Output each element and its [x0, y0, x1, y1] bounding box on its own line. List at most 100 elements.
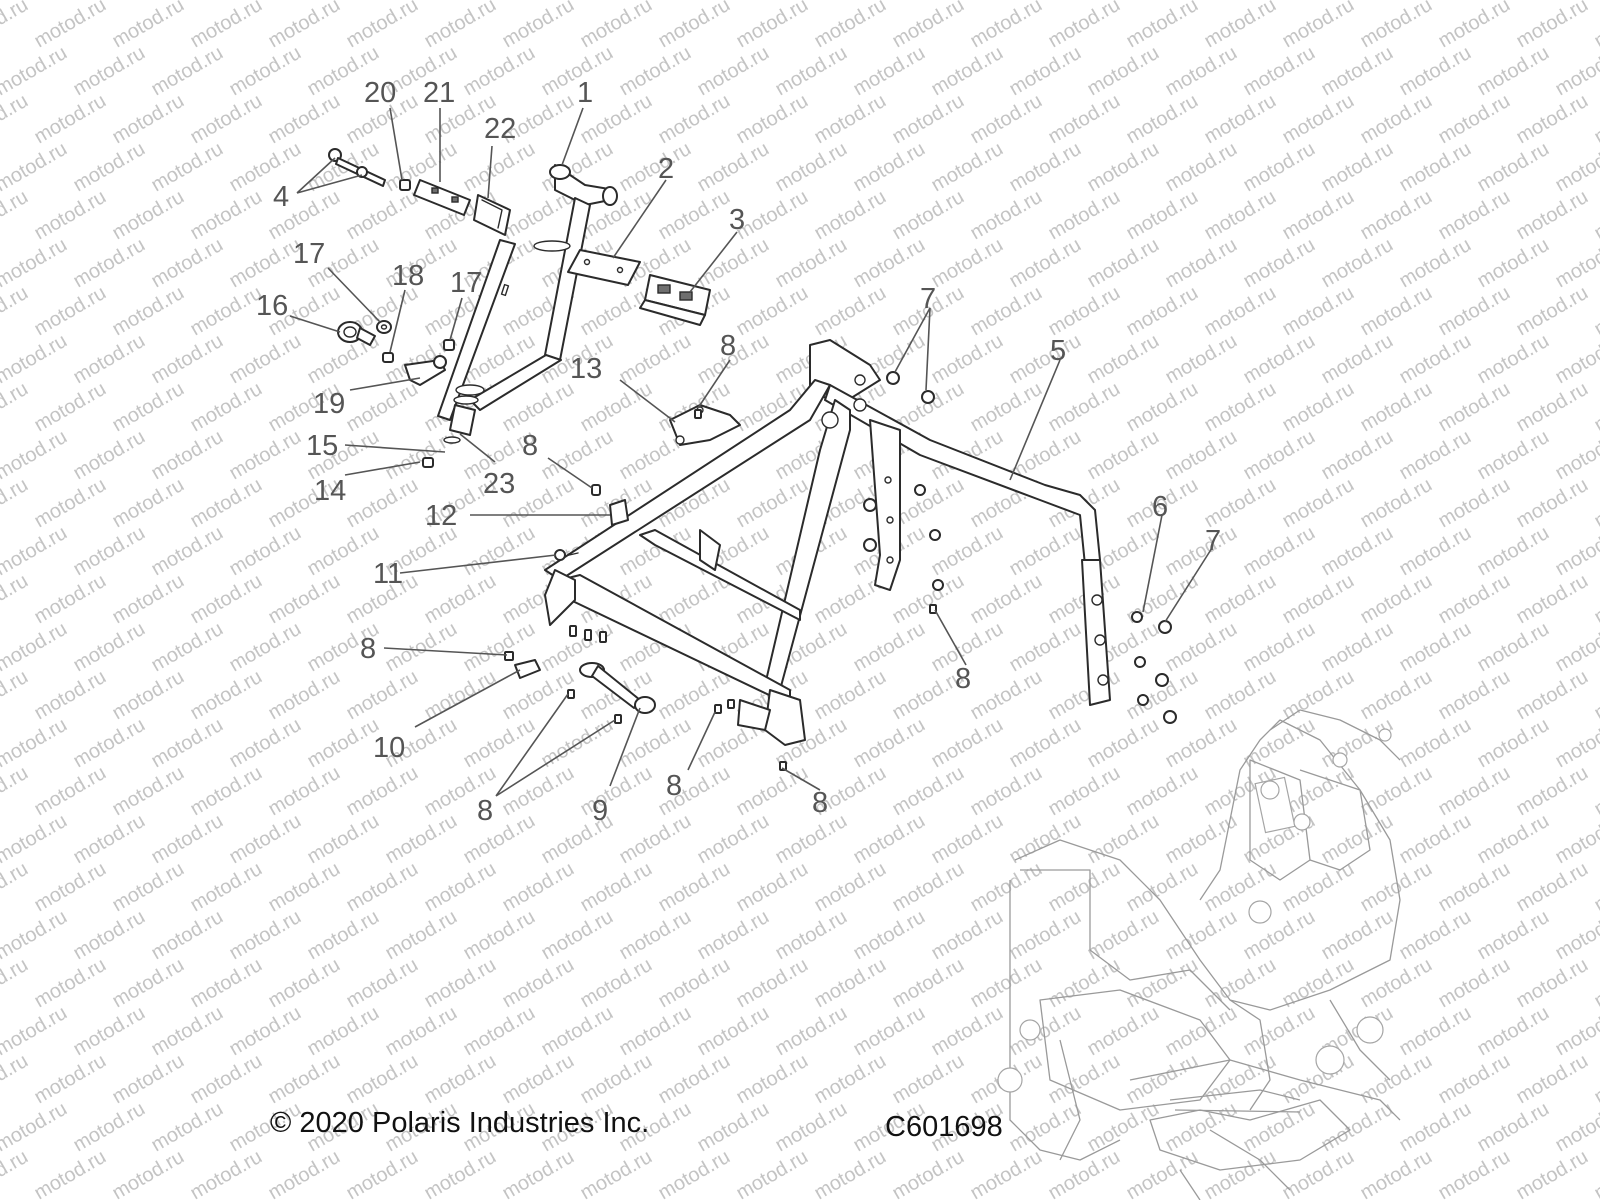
- watermark-text: motod.ru: [1240, 1098, 1319, 1157]
- watermark-text: motod.ru: [655, 90, 734, 149]
- watermark-text: motod.ru: [1123, 282, 1202, 341]
- watermark-text: motod.ru: [1474, 714, 1553, 773]
- watermark-text: motod.ru: [460, 138, 539, 197]
- watermark-text: motod.ru: [460, 906, 539, 965]
- bracket-21: [413, 179, 471, 216]
- watermark-text: motod.ru: [967, 0, 1046, 52]
- watermark-text: motod.ru: [31, 1050, 110, 1109]
- watermark-text: motod.ru: [1123, 0, 1202, 52]
- watermark-text: motod.ru: [733, 954, 812, 1013]
- watermark-text: motod.ru: [1084, 810, 1163, 869]
- watermark-text: motod.ru: [0, 42, 71, 101]
- leader-lines: [289, 107, 1213, 797]
- watermark-text: motod.ru: [1045, 378, 1124, 437]
- watermark-text: motod.ru: [967, 570, 1046, 629]
- watermark-text: motod.ru: [811, 1146, 890, 1200]
- watermark-text: motod.ru: [538, 714, 617, 773]
- watermark-text: motod.ru: [733, 858, 812, 917]
- watermark-text: motod.ru: [226, 618, 305, 677]
- watermark-text: motod.ru: [1357, 282, 1436, 341]
- watermark-text: motod.ru: [1474, 330, 1553, 389]
- watermark-text: motod.ru: [655, 1146, 734, 1200]
- watermark-text: motod.ru: [460, 42, 539, 101]
- watermark-text: motod.ru: [889, 1050, 968, 1109]
- watermark-text: motod.ru: [460, 1002, 539, 1061]
- watermark-text: motod.ru: [1240, 714, 1319, 773]
- watermark-text: motod.ru: [889, 954, 968, 1013]
- watermark-text: motod.ru: [1513, 1146, 1592, 1200]
- watermark-text: motod.ru: [343, 378, 422, 437]
- watermark-text: motod.ru: [109, 0, 188, 52]
- watermark-text: motod.ru: [1396, 810, 1475, 869]
- watermark-text: motod.ru: [1591, 666, 1600, 725]
- watermark-text: motod.ru: [694, 1098, 773, 1157]
- watermark-text: motod.ru: [694, 1002, 773, 1061]
- watermark-text: motod.ru: [187, 1050, 266, 1109]
- watermark-text: motod.ru: [1552, 1098, 1600, 1157]
- watermark-text: motod.ru: [1435, 570, 1514, 629]
- watermark-text: motod.ru: [0, 330, 71, 389]
- callout-8-bottom-mid: 8: [666, 770, 682, 802]
- watermark-text: motod.ru: [70, 1002, 149, 1061]
- watermark-text: motod.ru: [148, 234, 227, 293]
- watermark-text: motod.ru: [1357, 186, 1436, 245]
- watermark-text: motod.ru: [109, 186, 188, 245]
- watermark-text: motod.ru: [31, 0, 110, 52]
- watermark-text: motod.ru: [928, 42, 1007, 101]
- watermark-text: motod.ru: [109, 954, 188, 1013]
- watermark-text: motod.ru: [226, 330, 305, 389]
- watermark-text: motod.ru: [148, 906, 227, 965]
- watermark-text: motod.ru: [1240, 42, 1319, 101]
- callout-20: 20: [364, 77, 396, 109]
- watermark-text: motod.ru: [1357, 378, 1436, 437]
- watermark-text: motod.ru: [577, 282, 656, 341]
- watermark-text: motod.ru: [772, 138, 851, 197]
- watermark-text: motod.ru: [889, 186, 968, 245]
- watermark-text: motod.ru: [1552, 426, 1600, 485]
- watermark-text: motod.ru: [1006, 330, 1085, 389]
- watermark-text: motod.ru: [1123, 378, 1202, 437]
- watermark-text: motod.ru: [772, 1002, 851, 1061]
- watermark-text: motod.ru: [421, 570, 500, 629]
- watermark-text: motod.ru: [928, 522, 1007, 581]
- watermark-text: motod.ru: [1201, 474, 1280, 533]
- watermark-text: motod.ru: [499, 0, 578, 52]
- watermark-text: motod.ru: [928, 810, 1007, 869]
- watermark-text: motod.ru: [343, 954, 422, 1013]
- watermark-text: motod.ru: [109, 1050, 188, 1109]
- watermark-text: motod.ru: [538, 618, 617, 677]
- watermark-text: motod.ru: [1435, 282, 1514, 341]
- watermark-text: motod.ru: [850, 138, 929, 197]
- watermark-text: motod.ru: [811, 186, 890, 245]
- watermark-text: motod.ru: [265, 570, 344, 629]
- watermark-text: motod.ru: [0, 1050, 32, 1109]
- watermark-text: motod.ru: [1552, 42, 1600, 101]
- watermark-text: motod.ru: [1513, 762, 1592, 821]
- mounting-plate: [567, 249, 641, 286]
- watermark-text: motod.ru: [1396, 1002, 1475, 1061]
- watermark-text: motod.ru: [1513, 0, 1592, 52]
- watermark-text: motod.ru: [70, 1098, 149, 1157]
- watermark-text: motod.ru: [694, 906, 773, 965]
- watermark-text: motod.ru: [421, 1050, 500, 1109]
- watermark-text: motod.ru: [733, 1050, 812, 1109]
- bracket-10: [514, 659, 541, 679]
- watermark-text: motod.ru: [1396, 138, 1475, 197]
- watermark-text: motod.ru: [0, 90, 32, 149]
- watermark-text: motod.ru: [148, 42, 227, 101]
- watermark-text: motod.ru: [655, 186, 734, 245]
- watermark-text: motod.ru: [1045, 954, 1124, 1013]
- watermark-text: motod.ru: [1552, 522, 1600, 581]
- clip-11: [554, 549, 579, 561]
- watermark-text: motod.ru: [694, 42, 773, 101]
- watermark-text: motod.ru: [1240, 1002, 1319, 1061]
- watermark-text: motod.ru: [1279, 666, 1358, 725]
- nut-20: [399, 179, 411, 191]
- watermark-text: motod.ru: [70, 330, 149, 389]
- watermark-text: motod.ru: [1162, 618, 1241, 677]
- watermark-text: motod.ru: [0, 906, 71, 965]
- watermark-text: motod.ru: [31, 858, 110, 917]
- watermark-text: motod.ru: [1552, 714, 1600, 773]
- callout-18: 18: [392, 260, 424, 292]
- watermark-text: motod.ru: [850, 618, 929, 677]
